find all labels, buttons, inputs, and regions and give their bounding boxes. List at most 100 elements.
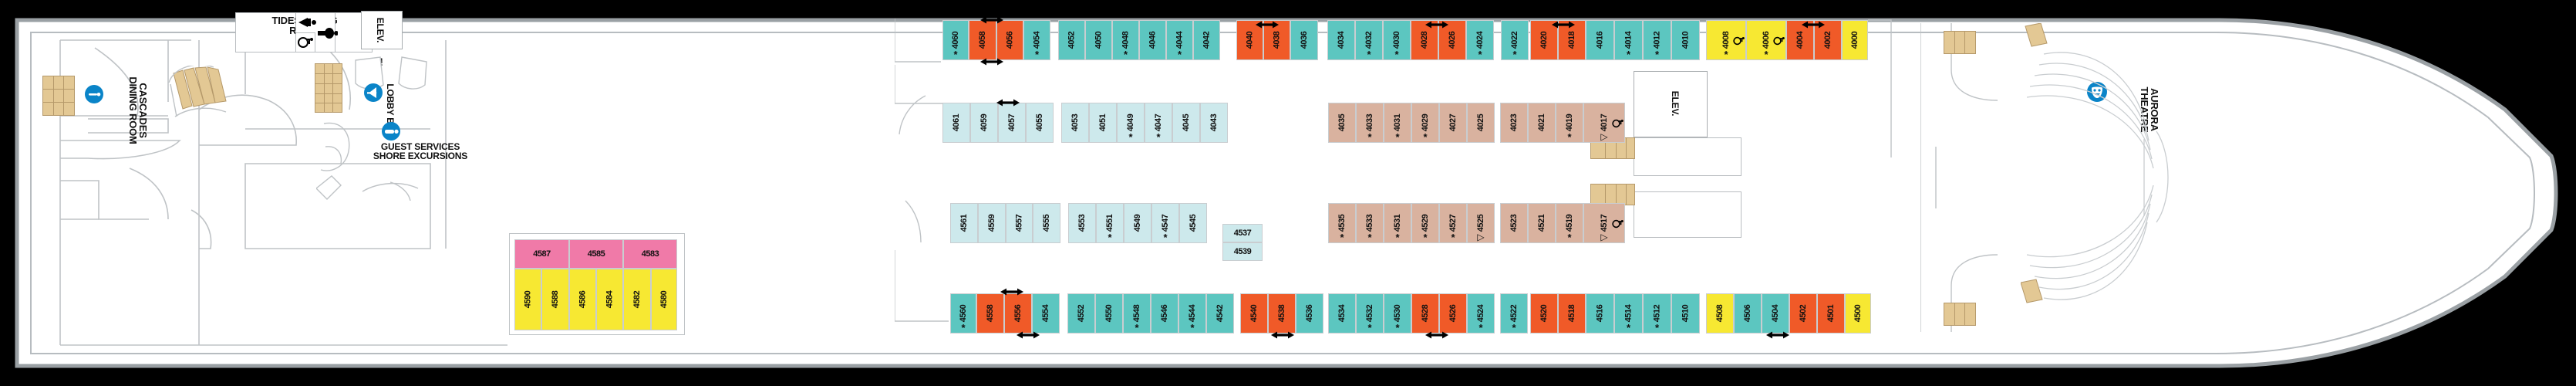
cabin-4056[interactable]: 4056 — [996, 20, 1023, 60]
cabin-4520[interactable]: 4520 — [1530, 293, 1558, 334]
cabin-4525[interactable]: 4525▷ — [1467, 203, 1495, 243]
cabin-4054[interactable]: 4054* — [1023, 20, 1050, 60]
cabin-4021[interactable]: 4021 — [1528, 103, 1556, 143]
cabin-4027[interactable]: 4027 — [1439, 103, 1467, 143]
cabin-4580[interactable]: 4580 — [651, 269, 677, 330]
cabin-4019[interactable]: 4019* — [1556, 103, 1583, 143]
cabin-4517[interactable]: 4517▷ — [1583, 203, 1625, 243]
cabin-4535[interactable]: 4535* — [1328, 203, 1356, 243]
cabin-4537[interactable]: 4537 — [1222, 224, 1263, 242]
cabin-4022[interactable]: 4022* — [1501, 20, 1529, 60]
cabin-4512[interactable]: 4512* — [1643, 293, 1671, 334]
cabin-4046[interactable]: 4046 — [1139, 20, 1166, 60]
cabin-4534[interactable]: 4534 — [1328, 293, 1356, 334]
cabin-4521[interactable]: 4521 — [1528, 203, 1556, 243]
cabin-4006[interactable]: 4006* — [1746, 20, 1786, 60]
cabin-4012[interactable]: 4012* — [1643, 20, 1671, 60]
cabin-4560[interactable]: 4560* — [950, 293, 976, 334]
cabin-4529[interactable]: 4529* — [1411, 203, 1439, 243]
cabin-4034[interactable]: 4034 — [1327, 20, 1355, 60]
cabin-4500[interactable]: 4500 — [1845, 293, 1871, 334]
cabin-4047[interactable]: 4047* — [1145, 103, 1172, 143]
cabin-4033[interactable]: 4033* — [1356, 103, 1384, 143]
cabin-4040[interactable]: 4040 — [1236, 20, 1263, 60]
cabin-4554[interactable]: 4554 — [1032, 293, 1060, 334]
cabin-4590[interactable]: 4590 — [514, 269, 541, 330]
cabin-4025[interactable]: 4025 — [1467, 103, 1495, 143]
cabin-4532[interactable]: 4532* — [1356, 293, 1384, 334]
cabin-4527[interactable]: 4527* — [1439, 203, 1467, 243]
cabin-4584[interactable]: 4584 — [596, 269, 623, 330]
cabin-4545[interactable]: 4545 — [1179, 203, 1207, 243]
cabin-4519[interactable]: 4519* — [1556, 203, 1583, 243]
cabin-4055[interactable]: 4055 — [1026, 103, 1054, 143]
cabin-4553[interactable]: 4553 — [1068, 203, 1096, 243]
cabin-4514[interactable]: 4514* — [1614, 293, 1643, 334]
cabin-4516[interactable]: 4516 — [1586, 293, 1614, 334]
cabin-4585[interactable]: 4585 — [569, 239, 623, 269]
cabin-4023[interactable]: 4023 — [1500, 103, 1528, 143]
cabin-4043[interactable]: 4043 — [1200, 103, 1228, 143]
elevator-midship[interactable] — [1634, 71, 1708, 137]
cabin-4017[interactable]: 4017▷ — [1583, 103, 1625, 143]
cabin-4552[interactable]: 4552 — [1067, 293, 1095, 334]
cabin-4583[interactable]: 4583 — [623, 239, 677, 269]
cabin-4014[interactable]: 4014* — [1614, 20, 1643, 60]
cabin-4528[interactable]: 4528 — [1411, 293, 1439, 334]
cabin-4018[interactable]: 4018 — [1558, 20, 1586, 60]
cabin-4501[interactable]: 4501 — [1817, 293, 1845, 334]
cabin-4540[interactable]: 4540 — [1240, 293, 1268, 334]
cabin-4559[interactable]: 4559 — [978, 203, 1006, 243]
cabin-4008[interactable]: 4008* — [1706, 20, 1746, 60]
cabin-4031[interactable]: 4031* — [1384, 103, 1411, 143]
cabin-4035[interactable]: 4035 — [1328, 103, 1356, 143]
cabin-4506[interactable]: 4506 — [1734, 293, 1762, 334]
cabin-4504[interactable]: 4504 — [1762, 293, 1789, 334]
cabin-4059[interactable]: 4059 — [970, 103, 998, 143]
cabin-4524[interactable]: 4524* — [1467, 293, 1495, 334]
cabin-4053[interactable]: 4053 — [1061, 103, 1089, 143]
cabin-4038[interactable]: 4038 — [1263, 20, 1290, 60]
cabin-4000[interactable]: 4000 — [1842, 20, 1868, 60]
cabin-4557[interactable]: 4557 — [1006, 203, 1033, 243]
cabin-4024[interactable]: 4024* — [1466, 20, 1494, 60]
cabin-4555[interactable]: 4555 — [1033, 203, 1060, 243]
cabin-4020[interactable]: 4020 — [1530, 20, 1558, 60]
cabin-4587[interactable]: 4587 — [514, 239, 569, 269]
cabin-4510[interactable]: 4510 — [1671, 293, 1700, 334]
cabin-4048[interactable]: 4048* — [1112, 20, 1139, 60]
cabin-4531[interactable]: 4531* — [1384, 203, 1411, 243]
cabin-4561[interactable]: 4561 — [950, 203, 978, 243]
cabin-4044[interactable]: 4044* — [1166, 20, 1193, 60]
cabin-4546[interactable]: 4546 — [1151, 293, 1178, 334]
cabin-4061[interactable]: 4061 — [942, 103, 970, 143]
cabin-4060[interactable]: 4060* — [942, 20, 969, 60]
cabin-4058[interactable]: 4058 — [969, 20, 996, 60]
cabin-4551[interactable]: 4551* — [1096, 203, 1124, 243]
cabin-4036[interactable]: 4036 — [1290, 20, 1318, 60]
cabin-4542[interactable]: 4542 — [1206, 293, 1234, 334]
cabin-4051[interactable]: 4051 — [1089, 103, 1117, 143]
cabin-4523[interactable]: 4523 — [1500, 203, 1528, 243]
cabin-4052[interactable]: 4052 — [1058, 20, 1085, 60]
cabin-4057[interactable]: 4057 — [998, 103, 1026, 143]
cabin-4522[interactable]: 4522* — [1500, 293, 1528, 334]
cabin-4502[interactable]: 4502 — [1789, 293, 1817, 334]
cabin-4539[interactable]: 4539 — [1222, 242, 1263, 261]
cabin-4010[interactable]: 4010 — [1671, 20, 1700, 60]
cabin-4050[interactable]: 4050 — [1085, 20, 1112, 60]
cabin-4548[interactable]: 4548* — [1123, 293, 1151, 334]
cabin-4016[interactable]: 4016 — [1586, 20, 1614, 60]
elevator-forward-upper[interactable] — [361, 11, 403, 49]
cabin-4045[interactable]: 4045 — [1172, 103, 1200, 143]
cabin-4508[interactable]: 4508 — [1706, 293, 1734, 334]
cabin-4549[interactable]: 4549 — [1124, 203, 1151, 243]
cabin-4526[interactable]: 4526 — [1439, 293, 1467, 334]
cabin-4049[interactable]: 4049* — [1117, 103, 1145, 143]
cabin-4030[interactable]: 4030* — [1383, 20, 1411, 60]
cabin-4547[interactable]: 4547* — [1151, 203, 1179, 243]
cabin-4582[interactable]: 4582 — [623, 269, 651, 330]
cabin-4518[interactable]: 4518 — [1558, 293, 1586, 334]
cabin-4032[interactable]: 4032* — [1355, 20, 1383, 60]
cabin-4556[interactable]: 4556 — [1004, 293, 1032, 334]
